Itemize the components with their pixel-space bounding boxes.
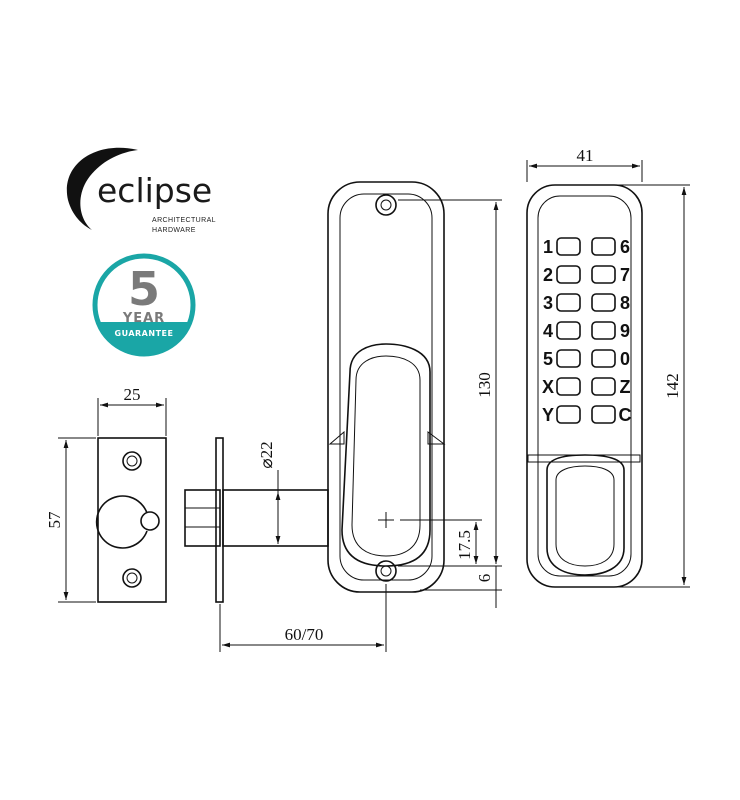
spindle-tube bbox=[222, 489, 329, 547]
key-label-right: 0 bbox=[620, 349, 630, 369]
dim-keypad-width-label: 41 bbox=[577, 146, 594, 165]
keypad-button-right[interactable] bbox=[591, 349, 616, 368]
dim-bottom-offset: 6 bbox=[420, 566, 502, 608]
dim-spindle-diameter-label: ⌀22 bbox=[257, 441, 276, 468]
front-plate-outline bbox=[327, 181, 445, 593]
key-label-left: 4 bbox=[543, 321, 553, 341]
key-label-right: Z bbox=[620, 377, 631, 397]
faceplate-screw-bottom-icon bbox=[122, 568, 142, 588]
dim-bottom-offset-label: 6 bbox=[475, 574, 494, 583]
logo-subline-1: ARCHITECTURAL bbox=[152, 217, 216, 224]
eclipse-swoosh-icon bbox=[66, 147, 138, 230]
dim-faceplate-width-label: 25 bbox=[124, 385, 141, 404]
badge-year: YEAR bbox=[122, 311, 165, 326]
keypad-button-right[interactable] bbox=[591, 405, 616, 424]
latch-tongue-icon bbox=[95, 495, 148, 549]
key-label-left: 1 bbox=[543, 237, 553, 257]
key-label-right: C bbox=[619, 405, 632, 425]
badge-guarantee: GUARANTEE bbox=[115, 329, 174, 338]
dim-keypad-width: 41 bbox=[526, 146, 643, 182]
keypad-keys: 1 2 3 4 5XY 6 7 8 9 0ZC bbox=[542, 237, 632, 425]
badge-band-icon bbox=[97, 322, 191, 354]
keypad-button-left[interactable] bbox=[556, 377, 581, 396]
lever-handle-outline bbox=[341, 343, 431, 567]
dim-faceplate-height: 57 bbox=[45, 437, 96, 603]
key-label-right: 9 bbox=[620, 321, 630, 341]
keypad-button-left[interactable] bbox=[556, 321, 581, 340]
keypad-button-left[interactable] bbox=[556, 293, 581, 312]
logo-wordmark: eclipse bbox=[97, 171, 212, 210]
key-label-left: 2 bbox=[543, 265, 553, 285]
keypad-button-right[interactable] bbox=[591, 321, 616, 340]
key-label-left: X bbox=[542, 377, 554, 397]
keypad-unit: 1 2 3 4 5XY 6 7 8 9 0ZC bbox=[526, 184, 643, 588]
keypad-button-right[interactable] bbox=[591, 377, 616, 396]
dim-plate-height: 130 bbox=[398, 199, 502, 567]
keypad-button-right[interactable] bbox=[591, 265, 616, 284]
key-label-right: 7 bbox=[620, 265, 630, 285]
key-label-left: 3 bbox=[543, 293, 553, 313]
badge-number: 5 bbox=[128, 262, 160, 316]
dim-plate-height-label: 130 bbox=[475, 372, 494, 398]
keypad-button-left[interactable] bbox=[556, 265, 581, 284]
dim-backset: 60/70 bbox=[219, 584, 387, 652]
dim-backset-label: 60/70 bbox=[285, 625, 324, 644]
key-label-left: 5 bbox=[543, 349, 553, 369]
key-label-right: 8 bbox=[620, 293, 630, 313]
key-label-right: 6 bbox=[620, 237, 630, 257]
plate-screw-top-icon bbox=[375, 194, 397, 216]
keypad-button-left[interactable] bbox=[556, 405, 581, 424]
keypad-knob-outline bbox=[546, 454, 625, 576]
keypad-button-right[interactable] bbox=[591, 293, 616, 312]
latch-faceplate bbox=[95, 437, 167, 603]
guarantee-badge: 5 YEAR GUARANTEE bbox=[92, 253, 196, 357]
dim-hole-offset: 17.5 bbox=[400, 519, 482, 564]
eclipse-logo: eclipse ARCHITECTURAL HARDWARE bbox=[66, 147, 216, 234]
keypad-outline bbox=[526, 184, 643, 588]
dim-spindle-diameter: ⌀22 bbox=[257, 441, 281, 544]
faceplate-outline bbox=[97, 437, 167, 603]
plate-screw-bottom-icon bbox=[375, 560, 397, 582]
keypad-button-left[interactable] bbox=[556, 349, 581, 368]
dim-keypad-height: 142 bbox=[612, 184, 690, 588]
faceplate-screw-top-icon bbox=[122, 451, 142, 471]
keypad-button-right[interactable] bbox=[591, 237, 616, 256]
keypad-button-left[interactable] bbox=[556, 237, 581, 256]
dim-faceplate-height-label: 57 bbox=[45, 511, 64, 529]
dim-faceplate-width: 25 bbox=[97, 385, 167, 436]
front-plate bbox=[327, 181, 446, 593]
logo-subline-2: HARDWARE bbox=[152, 227, 196, 234]
key-label-left: Y bbox=[542, 405, 554, 425]
dim-keypad-height-label: 142 bbox=[663, 373, 682, 399]
dim-hole-offset-label: 17.5 bbox=[455, 530, 474, 560]
